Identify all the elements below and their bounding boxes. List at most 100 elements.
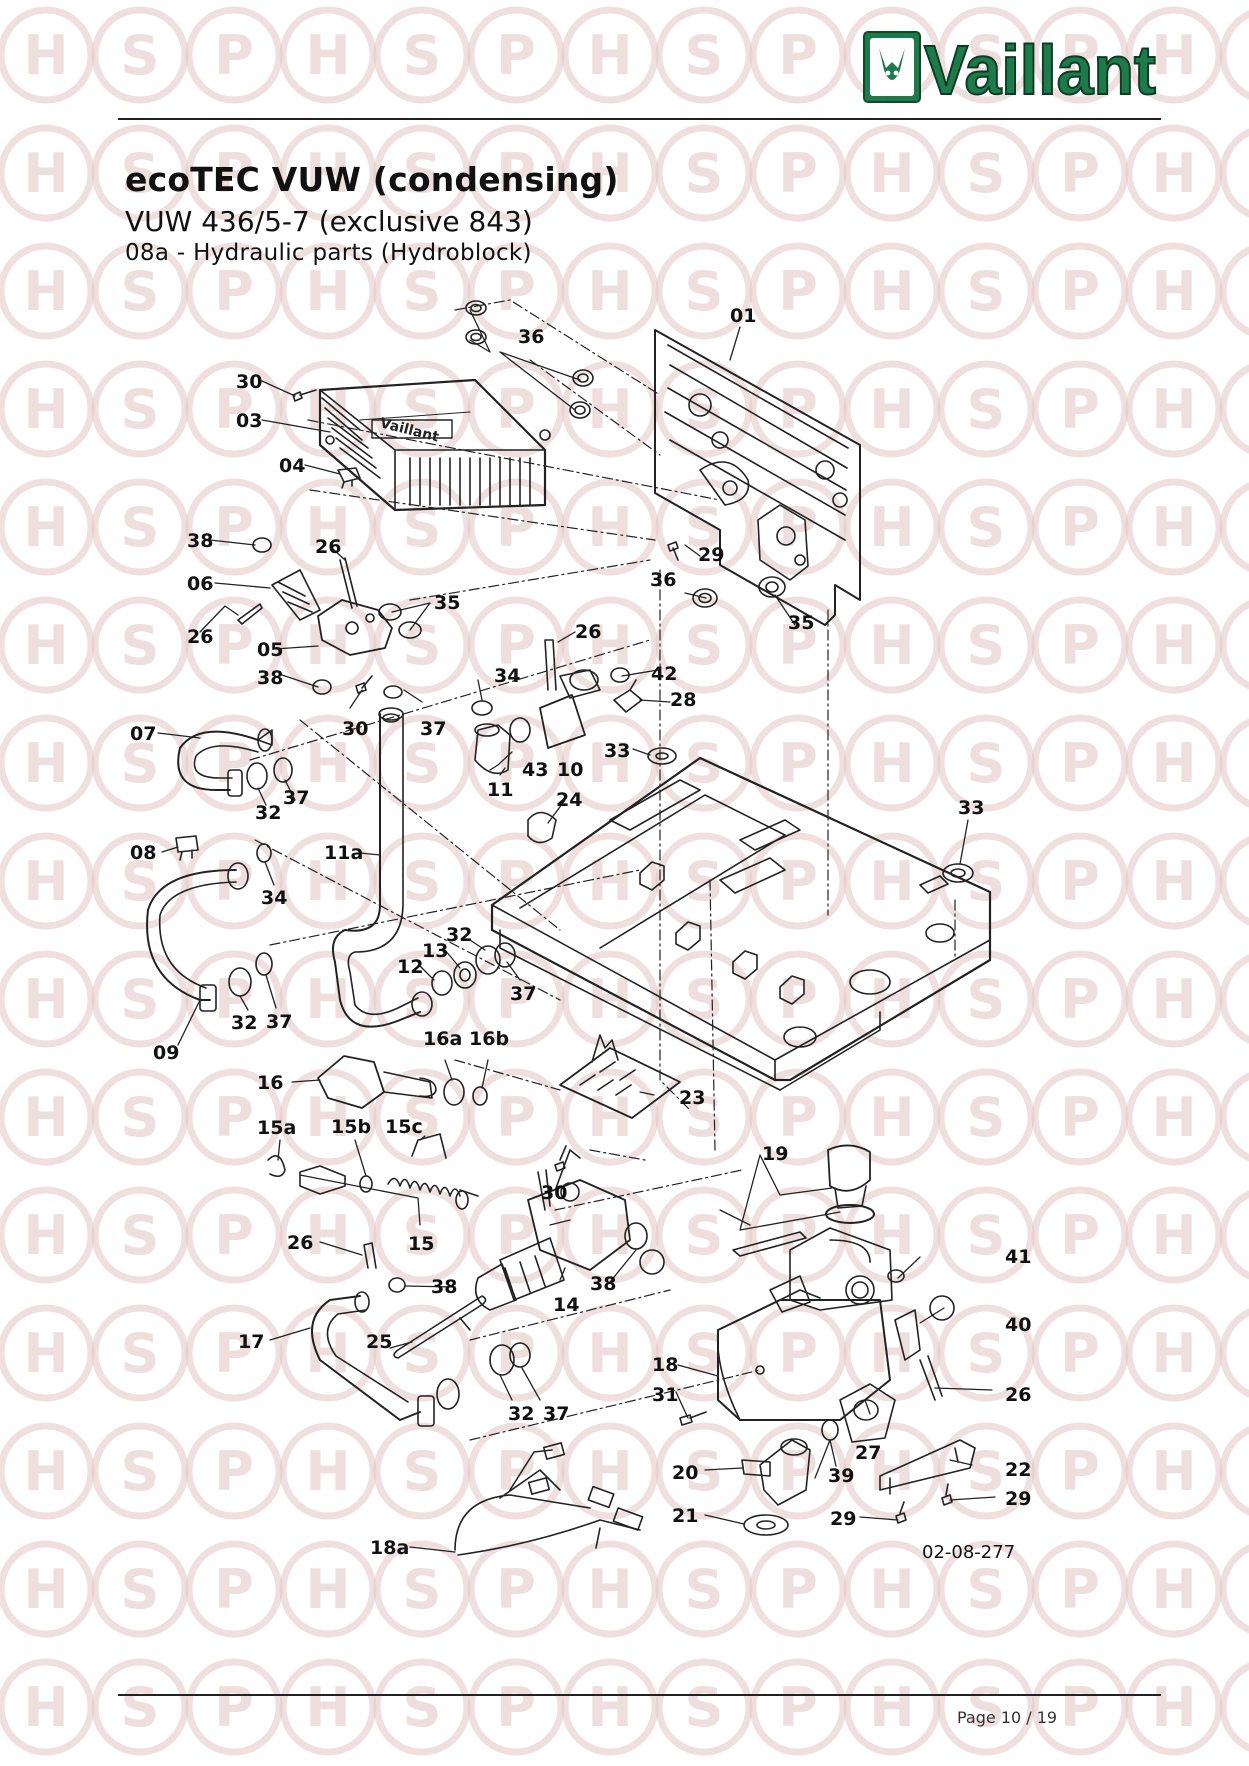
watermark-circle bbox=[279, 478, 377, 576]
label-37c: 37 bbox=[510, 983, 537, 1005]
watermark-letter: S bbox=[121, 968, 160, 1031]
watermark-circle bbox=[91, 478, 189, 576]
middle-fittings bbox=[383, 685, 516, 996]
watermark-letter: P bbox=[778, 1086, 818, 1149]
watermark-letter: H bbox=[23, 260, 68, 323]
label-09: 09 bbox=[153, 1042, 180, 1064]
watermark-circle bbox=[91, 1068, 189, 1166]
watermark-circle bbox=[373, 1068, 471, 1166]
watermark-circle bbox=[749, 1422, 847, 1520]
vaillant-logo: Vaillant bbox=[863, 30, 1157, 106]
watermark-circle bbox=[185, 1658, 283, 1756]
watermark-letter: H bbox=[1151, 496, 1196, 559]
watermark-letter: S bbox=[967, 614, 1006, 677]
label-30a: 30 bbox=[236, 371, 263, 393]
watermark-circle bbox=[843, 124, 941, 222]
label-17: 17 bbox=[238, 1331, 265, 1353]
watermark-circle bbox=[91, 950, 189, 1048]
watermark-circle bbox=[279, 1304, 377, 1402]
label-15: 15 bbox=[408, 1233, 435, 1255]
watermark-circle bbox=[0, 1422, 95, 1520]
watermark-circle bbox=[373, 6, 471, 104]
watermark-circle bbox=[843, 1068, 941, 1166]
watermark-circle bbox=[1219, 1544, 1249, 1634]
watermark-letter: P bbox=[778, 1676, 818, 1739]
watermark-letter: P bbox=[1060, 1204, 1100, 1267]
watermark-circle bbox=[185, 6, 283, 104]
watermark-letter: P bbox=[214, 614, 254, 677]
watermark-circle bbox=[1125, 832, 1223, 930]
watermark-circle bbox=[1219, 364, 1249, 454]
watermark-letter: S bbox=[685, 260, 724, 323]
watermark-circle bbox=[1125, 1186, 1223, 1284]
watermark-circle bbox=[91, 6, 189, 104]
watermark-letter: H bbox=[587, 496, 632, 559]
label-33a: 33 bbox=[604, 740, 631, 762]
watermark-circle bbox=[279, 124, 377, 222]
part-04-sensor bbox=[337, 467, 361, 489]
watermark-letter: H bbox=[587, 1086, 632, 1149]
watermark-circle bbox=[467, 950, 565, 1048]
watermark-circle bbox=[279, 832, 377, 930]
watermark-circle bbox=[937, 1304, 1035, 1402]
label-31: 31 bbox=[652, 1384, 679, 1406]
watermark-circle bbox=[91, 242, 189, 340]
watermark-circle bbox=[843, 360, 941, 458]
watermark-circle bbox=[185, 1068, 283, 1166]
watermark-letter: H bbox=[23, 1204, 68, 1267]
watermark-letter: P bbox=[496, 142, 536, 205]
label-19: 19 bbox=[762, 1143, 789, 1165]
watermark-letter: H bbox=[305, 24, 350, 87]
label-29c: 29 bbox=[1005, 1488, 1032, 1510]
watermark-letter: H bbox=[23, 142, 68, 205]
watermark-circle bbox=[937, 950, 1035, 1048]
watermark-circle bbox=[91, 124, 189, 222]
watermark-circle bbox=[561, 1186, 659, 1284]
watermark-letter: P bbox=[214, 1204, 254, 1267]
watermark-circle bbox=[561, 950, 659, 1048]
watermark-circle bbox=[1031, 6, 1129, 104]
watermark-circle bbox=[1219, 128, 1249, 218]
watermark-circle bbox=[1031, 1186, 1129, 1284]
label-36b: 36 bbox=[650, 569, 677, 591]
watermark-circle bbox=[0, 1068, 95, 1166]
watermark-circle bbox=[1031, 950, 1129, 1048]
watermark-circle bbox=[843, 242, 941, 340]
watermark-circle bbox=[1219, 482, 1249, 572]
watermark-letter: S bbox=[121, 732, 160, 795]
watermark-letter: P bbox=[214, 378, 254, 441]
watermark-letter: S bbox=[967, 142, 1006, 205]
watermark-letter: P bbox=[496, 24, 536, 87]
watermark-circle bbox=[467, 124, 565, 222]
watermark-letter: S bbox=[967, 378, 1006, 441]
label-12: 12 bbox=[397, 956, 424, 978]
watermark-letter: S bbox=[121, 1440, 160, 1503]
watermark-letter: S bbox=[685, 614, 724, 677]
label-36a: 36 bbox=[518, 326, 545, 348]
alignment-lines bbox=[249, 299, 956, 1441]
watermark-letter: S bbox=[967, 1558, 1006, 1621]
label-23: 23 bbox=[679, 1087, 706, 1109]
watermark-circle bbox=[1031, 1540, 1129, 1638]
watermark-letter: S bbox=[967, 1204, 1006, 1267]
watermark-circle bbox=[1219, 1190, 1249, 1280]
watermark-letter: S bbox=[121, 1558, 160, 1621]
watermark-letter: H bbox=[1151, 614, 1196, 677]
watermark-circle bbox=[1219, 954, 1249, 1044]
watermark-circle bbox=[655, 714, 753, 812]
watermark-circle bbox=[937, 360, 1035, 458]
watermark-letter: P bbox=[1060, 142, 1100, 205]
watermark-letter: S bbox=[685, 850, 724, 913]
label-38b: 38 bbox=[257, 667, 284, 689]
watermark-circle bbox=[373, 714, 471, 812]
label-26b: 26 bbox=[187, 626, 214, 648]
watermark-letter: H bbox=[869, 1440, 914, 1503]
part-17-pipe bbox=[311, 1277, 531, 1427]
label-18a: 18a bbox=[370, 1537, 410, 1559]
part-07-pipe bbox=[177, 728, 293, 797]
watermark-circle bbox=[373, 478, 471, 576]
watermark-circle bbox=[185, 124, 283, 222]
label-07: 07 bbox=[130, 723, 157, 745]
watermark-circle bbox=[749, 714, 847, 812]
label-32d: 32 bbox=[508, 1403, 535, 1425]
